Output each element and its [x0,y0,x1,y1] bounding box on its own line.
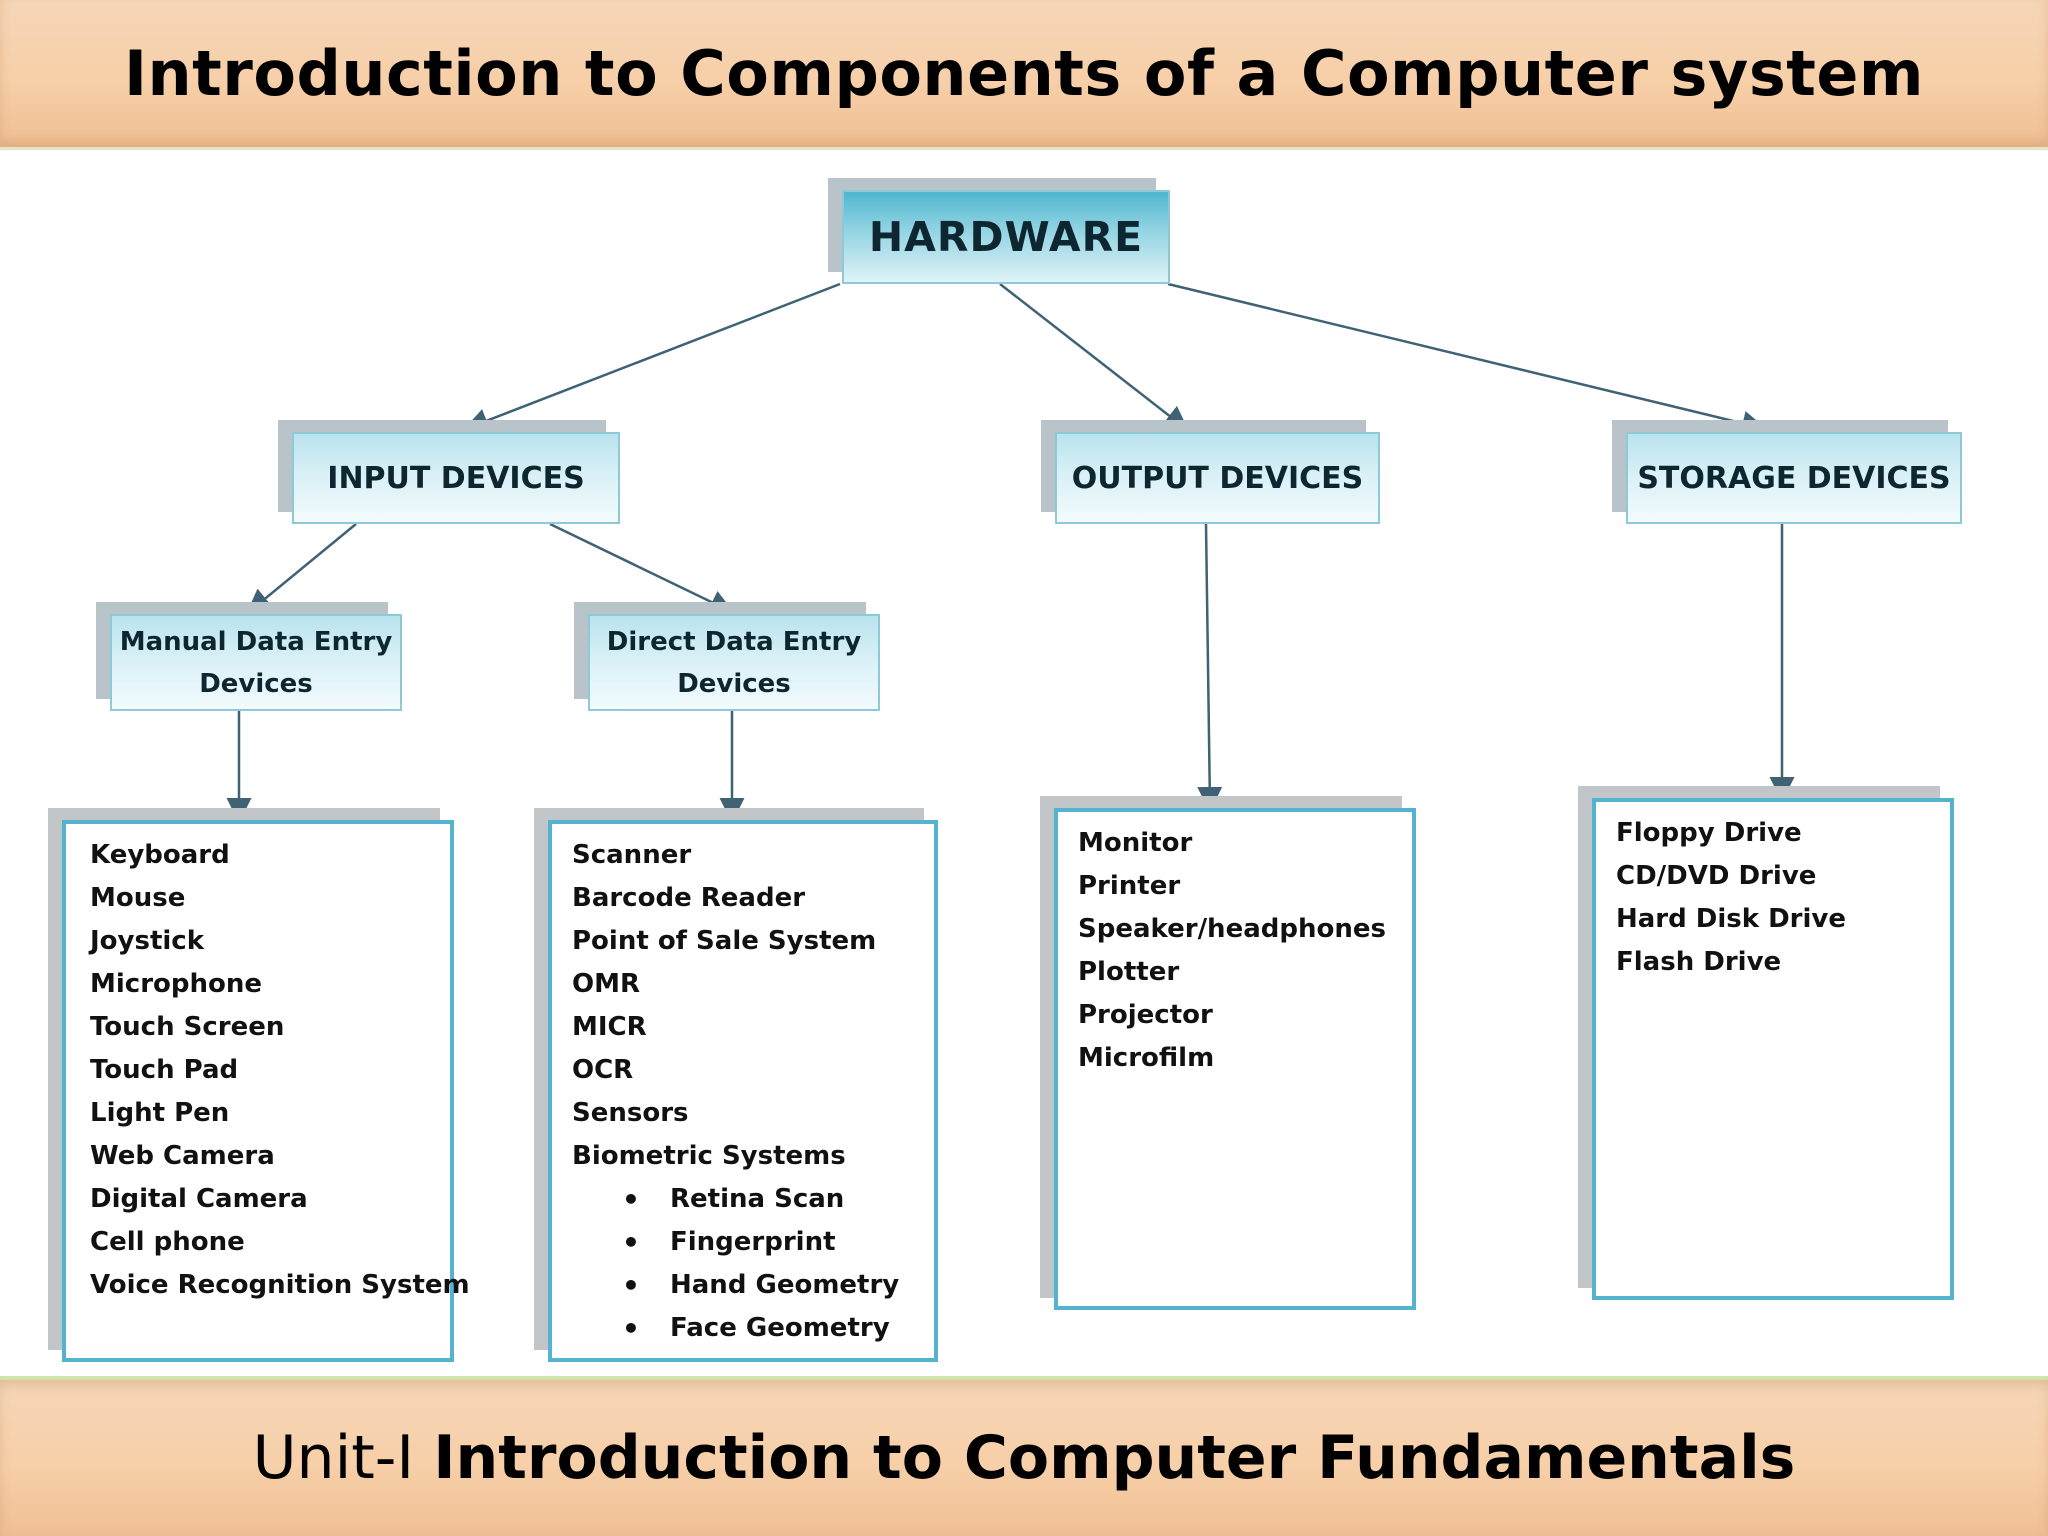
node-input-devices-label: INPUT DEVICES [327,460,585,496]
list-item: Floppy Drive [1616,818,1802,848]
list-sub-item: Retina Scan [572,1178,934,1221]
footer-banner: Unit-I Introduction to Computer Fundamen… [0,1376,2048,1536]
list-item: MICR [572,1012,647,1042]
node-output-devices: OUTPUT DEVICES [1055,432,1380,524]
list-sub-item: Face Geometry [572,1307,934,1350]
list-sub-item: Hand Geometry [572,1264,934,1307]
list-item: Light Pen [90,1098,230,1128]
list-sub-item-label: Hand Geometry [670,1270,900,1300]
list-item: Voice Recognition System [90,1270,470,1300]
node-manual-data-entry: Manual Data Entry Devices [110,614,402,711]
node-hardware-label: HARDWARE [868,213,1144,261]
node-direct-data-entry: Direct Data Entry Devices [588,614,880,711]
list-output-devices: Monitor Printer Speaker/headphones Plott… [1054,808,1416,1310]
list-item: Cell phone [90,1227,245,1257]
list-sub-item-label: Retina Scan [670,1184,845,1214]
list-item: Sensors [572,1098,689,1128]
footer-text: Unit-I Introduction to Computer Fundamen… [253,1423,1796,1493]
list-item: Point of Sale System [572,926,877,956]
list-item: Web Camera [90,1141,275,1171]
node-storage-devices-label: STORAGE DEVICES [1637,460,1951,496]
list-item: Biometric Systems [572,1141,846,1171]
connector-input-manual [246,523,357,615]
node-input-devices: INPUT DEVICES [292,432,620,524]
connector-input-direct [549,522,735,614]
list-item: Monitor [1078,828,1193,858]
list-item: OCR [572,1055,634,1085]
list-item: Joystick [90,926,205,956]
node-output-devices-label: OUTPUT DEVICES [1071,460,1364,496]
node-manual-line2: Devices [199,668,313,699]
list-item: OMR [572,969,640,999]
list-item: Microfilm [1078,1043,1215,1073]
list-direct-devices: Scanner Barcode Reader Point of Sale Sys… [548,820,938,1362]
list-item: Plotter [1078,957,1180,987]
list-item: Printer [1078,871,1181,901]
list-sub-item-label: Face Geometry [670,1313,890,1343]
node-storage-devices: STORAGE DEVICES [1626,432,1962,524]
list-item: Keyboard [90,840,230,870]
list-item: Scanner [572,840,692,870]
node-manual-line1: Manual Data Entry [119,626,393,657]
list-manual-devices: Keyboard Mouse Joystick Microphone Touch… [62,820,470,1362]
list-item: Barcode Reader [572,883,806,913]
list-sub-item: Fingerprint [572,1221,934,1264]
node-hardware: HARDWARE [842,190,1170,284]
node-direct-line1: Direct Data Entry [606,626,862,657]
footer-subject: Introduction to Computer Fundamentals [433,1423,1796,1493]
list-item: Digital Camera [90,1184,308,1214]
list-item: Projector [1078,1000,1213,1030]
title-banner: Introduction to Components of a Computer… [0,0,2048,150]
list-item: Hard Disk Drive [1616,904,1847,934]
connector-hardware-storage [1167,282,1767,436]
list-item: Microphone [90,969,263,999]
list-item: Mouse [90,883,186,913]
connector-output-list [1197,523,1223,812]
list-item: Speaker/headphones [1078,914,1386,944]
page-title: Introduction to Components of a Computer… [123,37,1925,110]
node-direct-line2: Devices [677,668,791,699]
list-storage-devices: Floppy Drive CD/DVD Drive Hard Disk Driv… [1592,798,1954,1300]
footer-unit: Unit-I [252,1423,415,1493]
list-item: Touch Pad [90,1055,239,1085]
list-item: Touch Screen [90,1012,285,1042]
list-item: Flash Drive [1616,947,1782,977]
connector-hardware-output [999,283,1189,432]
list-sub-item-label: Fingerprint [670,1227,836,1257]
list-item: CD/DVD Drive [1616,861,1817,891]
connector-hardware-input [463,282,841,433]
